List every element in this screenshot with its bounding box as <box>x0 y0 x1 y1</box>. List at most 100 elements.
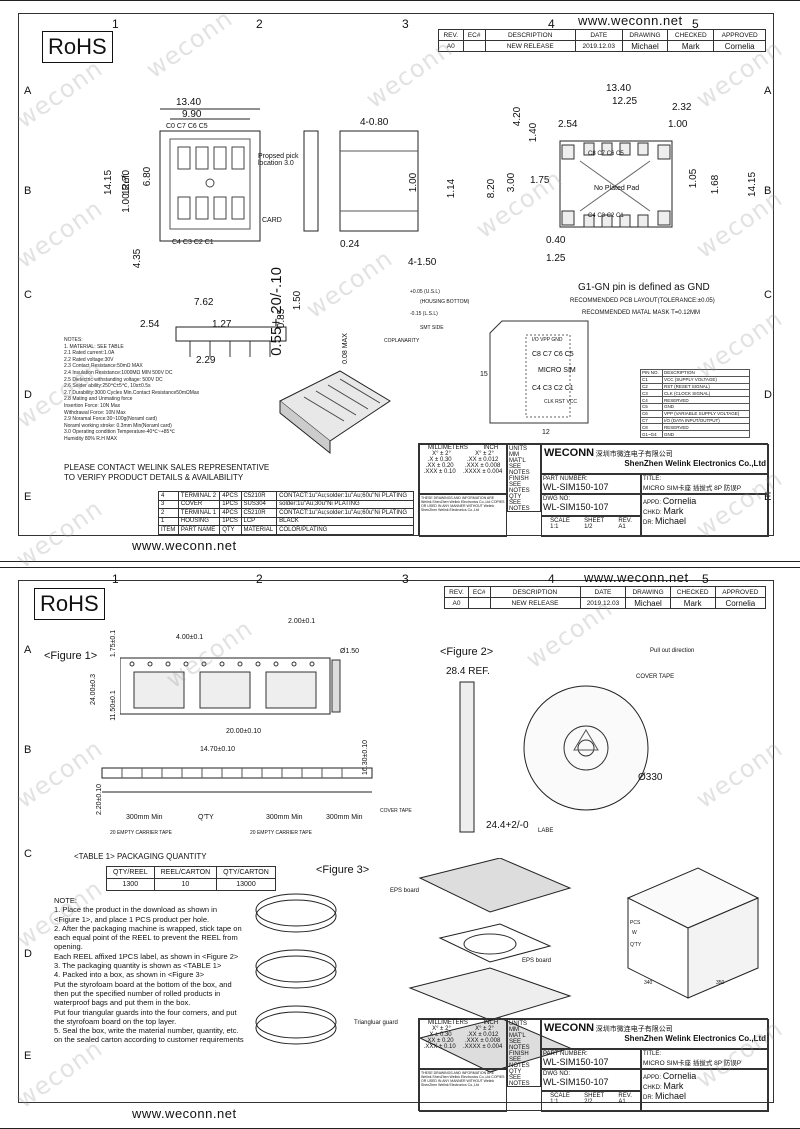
dim-reel-330: Ø330 <box>638 772 663 783</box>
zone-col-4: 4 <box>548 17 555 31</box>
dim-0-24: 0.24 <box>340 239 360 250</box>
tape-300mm-2: 300mm Min <box>266 814 303 821</box>
company-logo: WECONN <box>544 447 595 459</box>
table-1-title: <TABLE 1> PACKAGING QUANTITY <box>74 852 207 861</box>
pcb-contact-top: C8 C7 C6 C5 <box>588 151 624 157</box>
metal-mask-caption: RECOMMENDED MATAL MASK T=0.12MM <box>582 310 700 316</box>
zone-col-1: 1 <box>112 17 119 31</box>
coplanarity-label: COPLANARITY <box>384 338 420 344</box>
dim-pcb-1-40: 1.40 <box>528 122 540 143</box>
company-header-2: WECONN 深圳市微连电子有限公司 ShenZhen Welink Elect… <box>541 1019 769 1049</box>
tape-300mm-3: 300mm Min <box>326 814 363 821</box>
reel-side-drawing <box>459 681 475 833</box>
dim-pcb-1-05: 1.05 <box>688 168 700 189</box>
dim-height-14-15: 14.15 <box>103 169 115 196</box>
zone-row-b: B <box>24 185 32 197</box>
dim-28-4-ref: 28.4 REF. <box>446 666 490 677</box>
drawing-frame <box>18 13 774 536</box>
website-url-bottom[interactable]: www.weconn.net <box>132 538 237 553</box>
company-name-en-2: ShenZhen Welink Electronics Co.,Ltd <box>624 1034 766 1043</box>
dim-pcb-12-25: 12.25 <box>612 96 638 107</box>
carton-label-w: W <box>632 930 637 936</box>
eps-board-bottom: EPS board <box>522 958 552 964</box>
usl-label: +0.05 (U.S.L) <box>410 289 440 295</box>
company-logo-2: WECONN <box>544 1022 595 1034</box>
dim-4-1-50: 4-1.50 <box>408 257 437 268</box>
carrier-tape-drawing <box>120 657 341 715</box>
dim-20-00: 20.00±0.10 <box>226 728 261 735</box>
card-label: CARD <box>262 217 282 224</box>
micro-sim-outline <box>489 320 589 424</box>
dim-ref-1-00: 1.00 Ref. <box>120 172 132 213</box>
pcb-layout-caption: RECOMMENDED PCB LAYOUT(TOLERANCE:±0.05) <box>570 298 715 304</box>
dim-pcb-13-40: 13.40 <box>606 83 632 94</box>
dim-pcb-8-20: 8.20 <box>486 178 498 199</box>
housing-bottom-label: (HOUSING BOTTOM) <box>420 299 470 305</box>
carton-dim-340: 340 <box>644 980 653 986</box>
dim-1-27: 1.27 <box>212 319 232 330</box>
sim-bottom-pins: CLK RST VCC <box>544 399 577 405</box>
eps-board-top: EPS board <box>390 888 420 894</box>
zone-row-b-right: B <box>764 185 772 197</box>
contact-row-top: C0 C7 C6 C5 <box>166 123 208 130</box>
sim-top-pins: I/O VPP GND <box>532 337 563 343</box>
dim-1-75: 1.75±0.1 <box>110 629 118 658</box>
cover-tape-label-2: COVER TAPE <box>380 808 412 814</box>
no-plated-pad-label: No Plated Pad <box>594 185 640 192</box>
dim-height-6-80: 6.80 <box>142 166 154 187</box>
sim-contacts-top: C8 C7 C6 C5 <box>532 351 574 358</box>
dim-0-85: 0.85 <box>276 308 288 329</box>
dim-pcb-1-68: 1.68 <box>710 174 722 195</box>
micro-sim-label: MICRO SIM <box>538 367 576 374</box>
approval-cell-2: APPD: Cornelia CHKD: Mark DR: Michael <box>641 1069 769 1112</box>
zone-row-a-right: A <box>764 85 772 97</box>
approval-cell: APPD: Cornelia CHKD: Mark DR: Michael <box>641 494 769 537</box>
rohs-badge-2: RoHS <box>34 588 105 620</box>
title-cell: TITLE:MICRO SIM卡座 插拔式 8P 防误P <box>641 474 769 494</box>
dim-hole-1-50: Ø1.50 <box>340 648 360 655</box>
dim-pcb-2-54: 2.54 <box>558 119 578 130</box>
pick-location-note: Propsed pick location 3.0 <box>258 153 299 167</box>
reel-stack-drawing <box>255 893 337 1045</box>
dim-4-00: 4.00±0.1 <box>176 634 204 641</box>
figure-1-label: <Figure 1> <box>44 650 98 662</box>
dim-pcb-1-75: 1.75 <box>530 175 550 186</box>
empty-tape-2: 20 EMPTY CARRIER TAPE <box>250 830 312 836</box>
company-name-cn-2: 深圳市微连电子有限公司 <box>595 1026 673 1033</box>
dim-2-00: 2.00±0.1 <box>288 618 316 625</box>
dim-pcb-4-20: 4.20 <box>512 106 524 127</box>
rohs-badge: RoHS <box>42 31 113 63</box>
dim-pcb-2-32: 2.32 <box>672 102 692 113</box>
top-view-drawing <box>159 108 261 242</box>
part-number-cell-2: PART NUMBER:WL-SIM150-107 <box>541 1049 641 1069</box>
dim-2-20: 2.20±0.10 <box>96 783 104 816</box>
zone-col-3-s2: 3 <box>402 572 409 586</box>
dim-14-70: 14.70±0.10 <box>200 746 235 753</box>
dim-coplanarity-0-08: 0.08 MAX <box>341 333 349 364</box>
zone-col-1-s2: 1 <box>112 572 119 586</box>
website-url[interactable]: www.weconn.net <box>578 13 683 28</box>
carton-label-qty: Q'TY <box>630 942 642 948</box>
website-url-bottom-2[interactable]: www.weconn.net <box>132 1106 237 1121</box>
dim-1-14: 1.14 <box>446 178 458 199</box>
dwg-no-cell-2: DWG NO:WL-SIM150-107 <box>541 1069 641 1091</box>
website-url-2[interactable]: www.weconn.net <box>584 570 689 585</box>
tape-300mm-1: 300mm Min <box>126 814 163 821</box>
zone-col-4-s2: 4 <box>548 572 555 586</box>
zone-row-e: E <box>24 491 32 503</box>
zone-row-d-s2: D <box>24 948 32 960</box>
zone-col-5-s2: 5 <box>702 572 709 586</box>
dim-sim-15: 15 <box>480 371 488 378</box>
zone-row-e-s2: E <box>24 1050 32 1062</box>
dwg-no-cell: DWG NO:WL-SIM150-107 <box>541 494 641 516</box>
isometric-view-drawing <box>279 370 391 455</box>
dim-width-9-90: 9.90 <box>182 109 202 120</box>
drawing-sheet-1: 1 2 3 4 5 A B C D E A B C D E RoHS www.w… <box>0 0 800 562</box>
contact-row-bottom: C4 C3 C2 C1 <box>172 239 214 246</box>
